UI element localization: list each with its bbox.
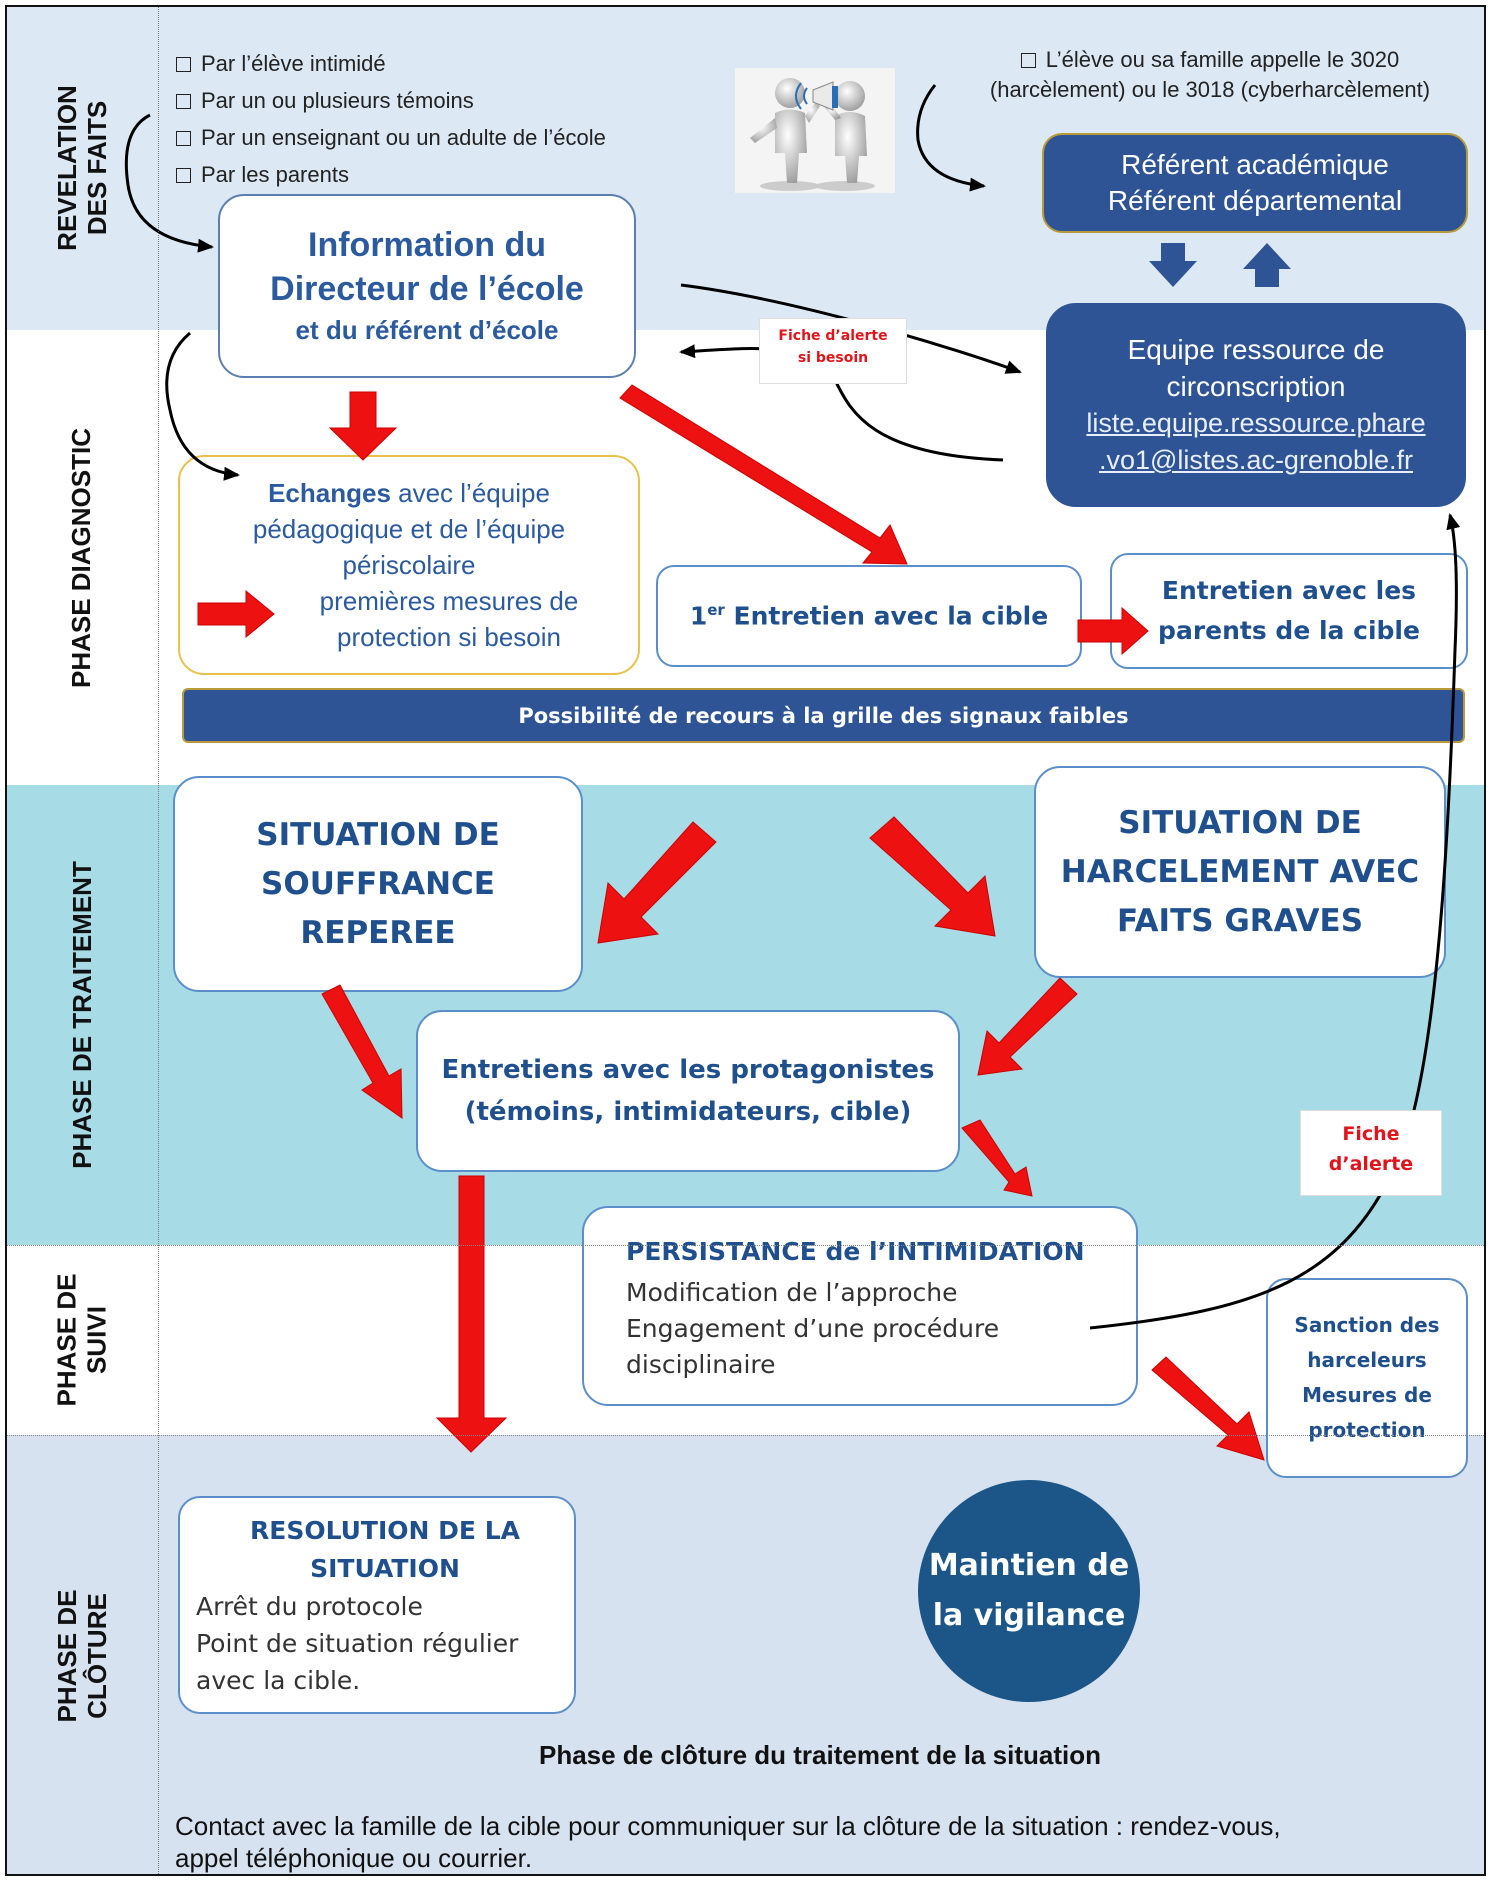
megaphone-illustration [735,68,895,193]
phase-diagnostic: PHASE DIAGNOSTIC [5,330,158,785]
premier-entretien-box: 1er Entretien avec la cible [656,565,1082,667]
phase-suivi: PHASE DE SUIVI [5,1245,158,1435]
list-item: Par les parents [176,156,696,193]
down-arrow-icon [1148,243,1198,288]
information-directeur-box: Information du Directeur de l’école et d… [218,194,636,378]
phase-cloture-label: PHASE DE CLÔTURE [51,1589,112,1722]
equipe-ressource-box: Equipe ressource de circonscription list… [1046,303,1466,507]
sanction-box: Sanction des harceleurs Mesures de prote… [1266,1278,1468,1478]
checkbox-icon [176,94,191,109]
phase-divider-cloture [5,1435,1486,1436]
echanges-box: Echanges avec l’équipe pédagogique et de… [178,455,640,675]
maintien-vigilance-circle: Maintien de la vigilance [918,1480,1140,1702]
phase-divider-vertical [158,5,159,1876]
phase-cloture: PHASE DE CLÔTURE [5,1435,158,1876]
persistance-box: PERSISTANCE de l’INTIMIDATION Modificati… [582,1206,1138,1406]
phase-revelation: REVELATION DES FAITS [5,5,158,330]
entretiens-protagonistes-box: Entretiens avec les protagonistes (témoi… [416,1010,960,1172]
checkbox-icon [1020,53,1036,68]
phase-suivi-label: PHASE DE SUIVI [51,1273,112,1407]
figures-megaphone-icon [750,78,875,191]
up-arrow-icon [1242,243,1292,288]
list-item: Par l’élève intimidé [176,45,696,82]
list-item: Par un enseignant ou un adulte de l’écol… [176,119,696,156]
cloture-text: Contact avec la famille de la cible pour… [175,1811,1281,1873]
grille-signaux-faibles-bar: Possibilité de recours à la grille des s… [182,688,1465,743]
phase-traitement-label: PHASE DE TRAITEMENT [66,861,97,1169]
phase-traitement: PHASE DE TRAITEMENT [5,785,158,1245]
revelation-sources-list: Par l’élève intimidé Par un ou plusieurs… [176,45,696,193]
phase-revelation-label: REVELATION DES FAITS [51,84,112,251]
phase-divider-suivi [5,1245,1486,1246]
fiche-alerte-small: Fiche d’alerte si besoin [759,318,907,384]
checkbox-icon [176,131,191,146]
call-note: L’élève ou sa famille appelle le 3020 (h… [989,47,1431,102]
referent-box: Référent académique Référent département… [1042,133,1468,233]
email-link-continued[interactable]: .vo1@listes.ac-grenoble.fr [1098,445,1414,475]
resolution-box: RESOLUTION DE LA SITUATION Arrêt du prot… [178,1496,576,1714]
checkbox-icon [176,168,191,183]
phase-diagnostic-label: PHASE DIAGNOSTIC [66,427,97,688]
situation-harcelement-box: SITUATION DE HARCELEMENT AVEC FAITS GRAV… [1034,766,1446,978]
entretien-parents-box: Entretien avec les parents de la cible [1110,553,1468,669]
checkbox-icon [176,57,191,72]
cloture-title: Phase de clôture du traitement de la sit… [538,1740,1101,1770]
email-link[interactable]: liste.equipe.ressource.phare [1086,408,1426,438]
list-item: Par un ou plusieurs témoins [176,82,696,119]
situation-souffrance-box: SITUATION DE SOUFFRANCE REPEREE [173,776,583,992]
fiche-alerte-big: Fiche d’alerte [1300,1110,1442,1196]
